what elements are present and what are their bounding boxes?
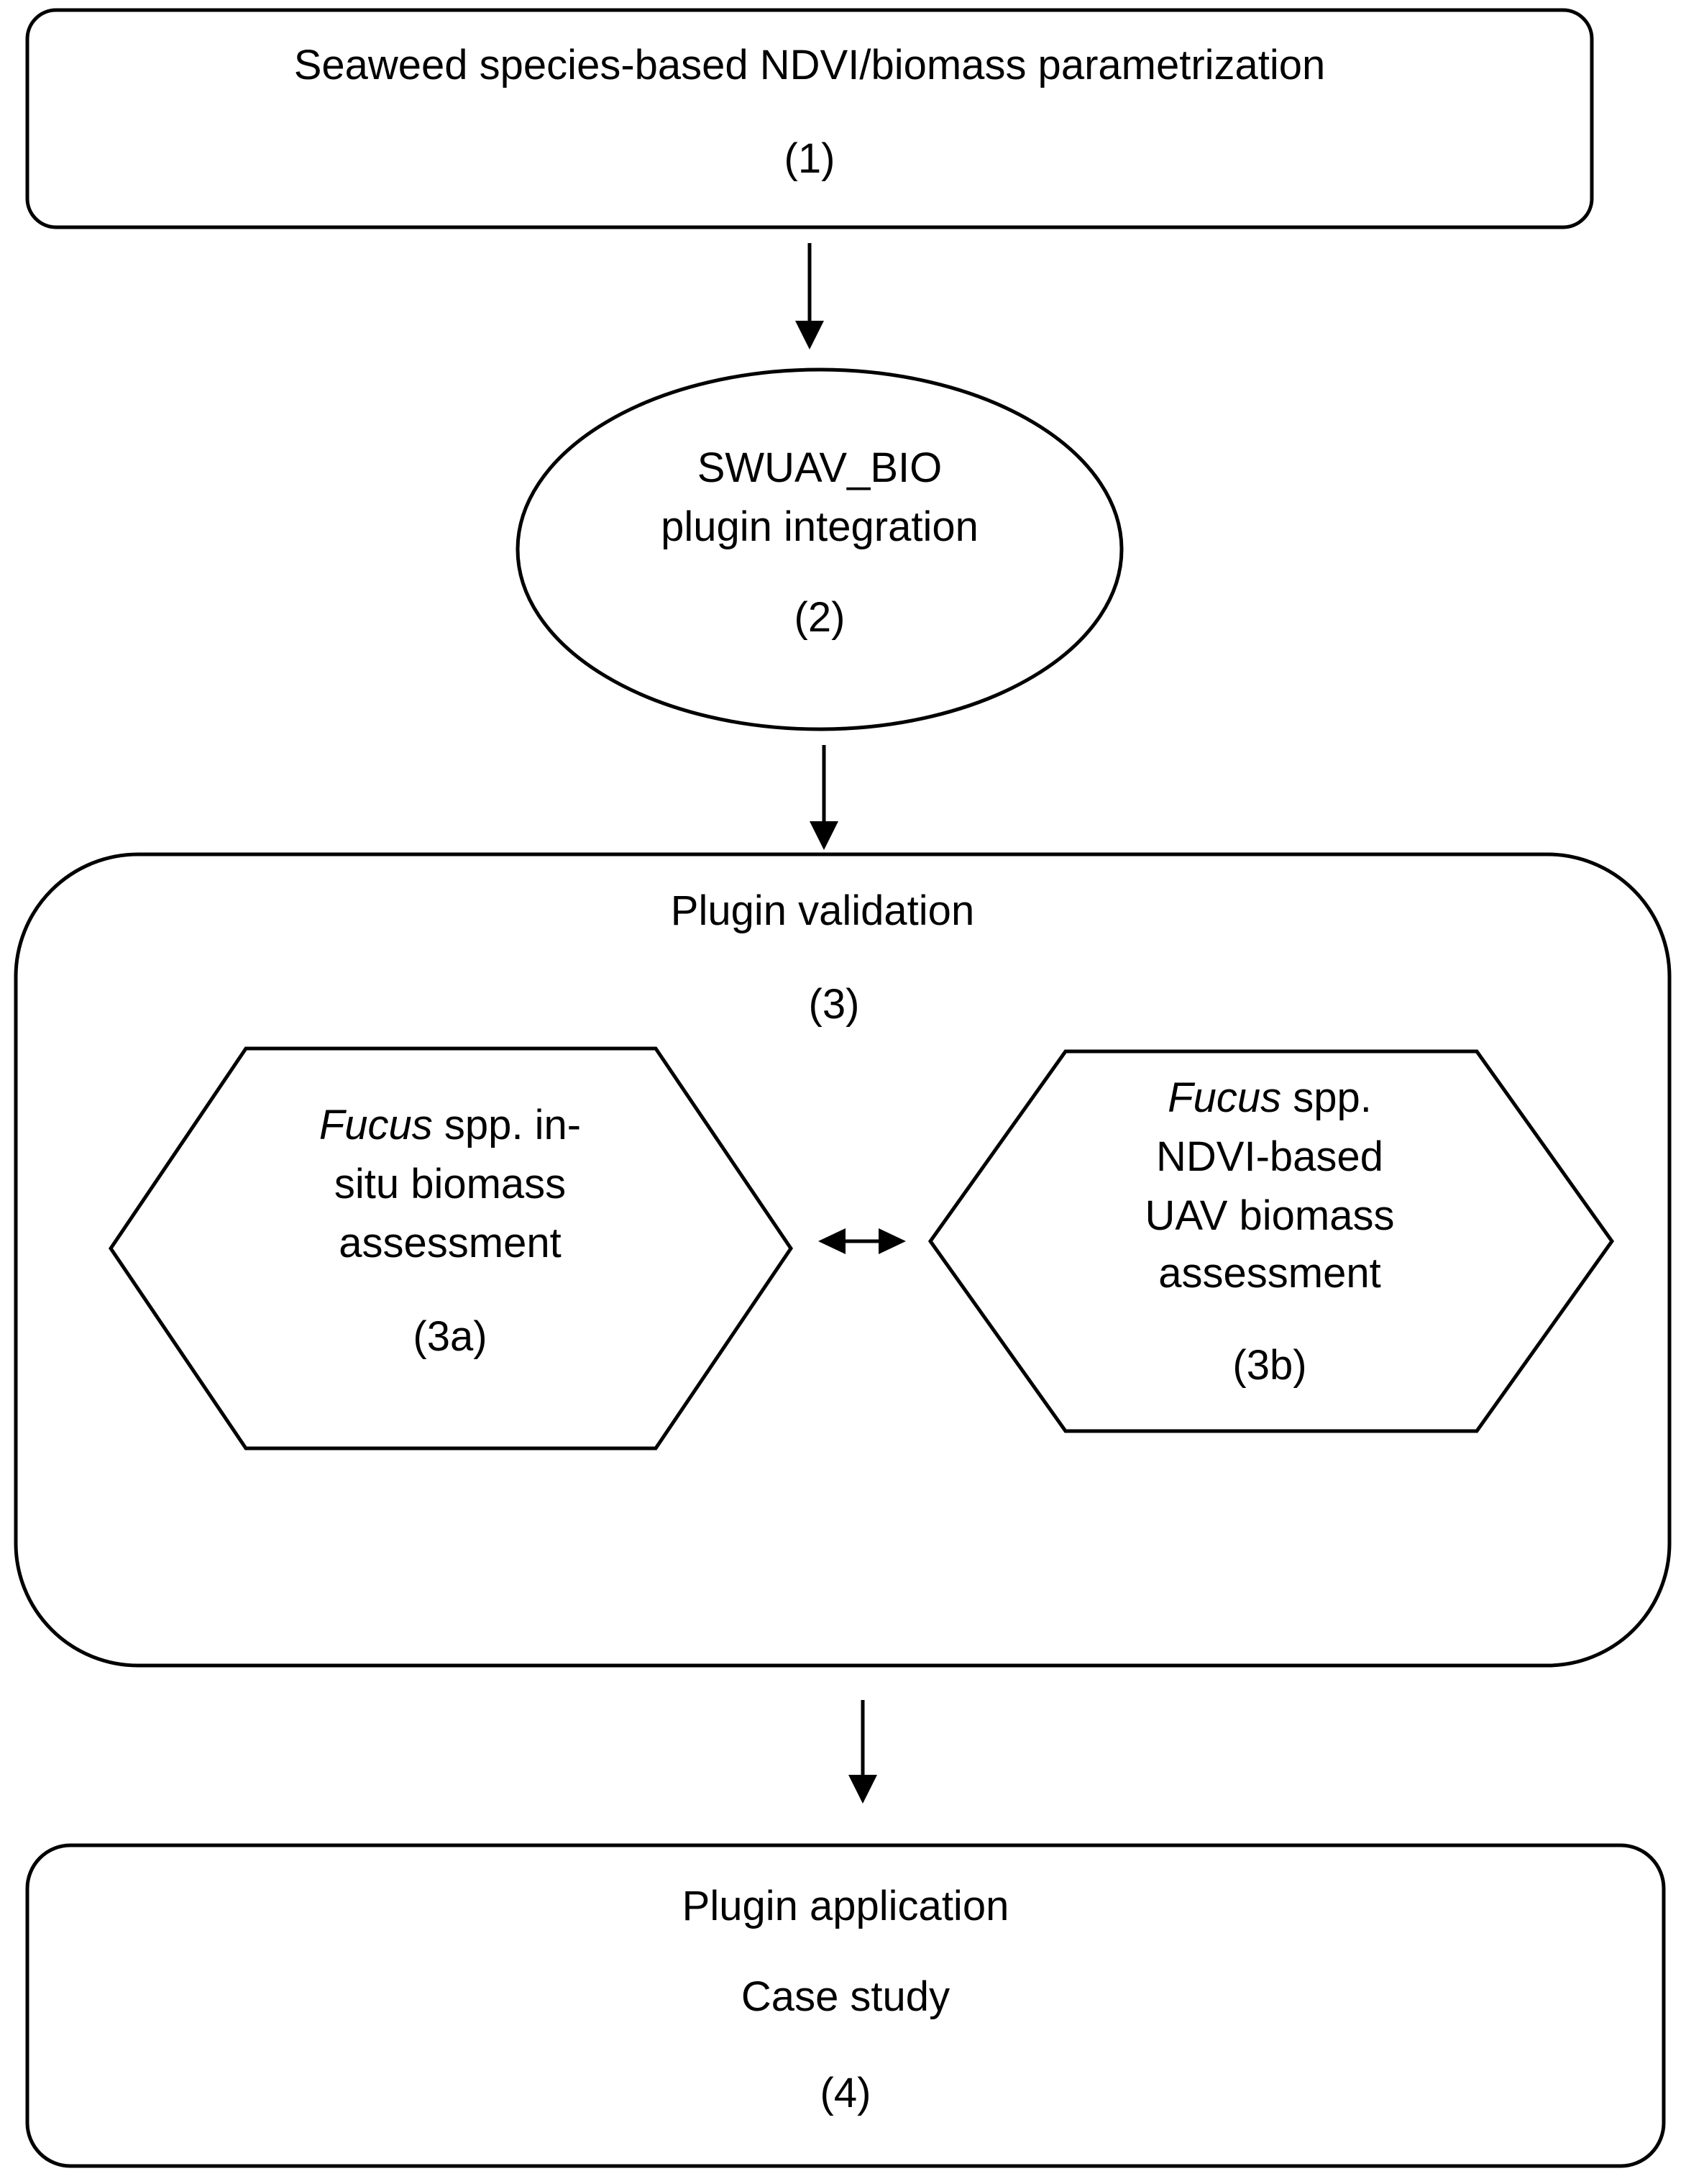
step-4-number: (4) xyxy=(820,2070,871,2116)
step-1-number: (1) xyxy=(784,135,835,182)
step-3b-genus: Fucus xyxy=(1168,1074,1281,1121)
step-3b-line4: assessment xyxy=(1158,1250,1380,1297)
step-4-node: Plugin application Case study (4) xyxy=(25,1843,1666,2168)
step-1-title: Seaweed species-based NDVI/biomass param… xyxy=(294,42,1326,88)
step-3-node: Plugin validation (3) Fucus spp. in- sit… xyxy=(14,852,1672,1668)
step-3b-line3: UAV biomass xyxy=(1145,1192,1394,1239)
step-3a-line3: assessment xyxy=(339,1220,561,1266)
step-1-node: Seaweed species-based NDVI/biomass param… xyxy=(25,8,1594,229)
step-3b-number: (3b) xyxy=(1232,1342,1306,1389)
step-3b-hexagon xyxy=(927,1049,1615,1433)
step-3b-node: Fucus spp. NDVI-based UAV biomass assess… xyxy=(927,1049,1615,1433)
step-2-node: SWUAV_BIO plugin integration (2) xyxy=(516,367,1124,731)
step-3a-line1-rest: spp. in- xyxy=(433,1102,581,1148)
arrow-3a-3b-bidirectional xyxy=(818,1228,906,1254)
step-3-title: Plugin validation xyxy=(671,887,974,934)
step-3a-node: Fucus spp. in- situ biomass assessment (… xyxy=(108,1046,794,1450)
arrow-step2-to-step3 xyxy=(810,745,838,850)
step-4-line1: Plugin application xyxy=(682,1883,1009,1929)
step-4-box xyxy=(25,1843,1666,2168)
step-4-line2: Case study xyxy=(741,1973,950,2020)
arrow-step1-to-step2 xyxy=(795,243,824,349)
step-2-ellipse xyxy=(516,367,1124,731)
step-3-box xyxy=(14,852,1672,1668)
step-2-number: (2) xyxy=(794,594,846,641)
step-3b-line1: Fucus spp. xyxy=(1168,1074,1372,1121)
step-2-line2: plugin integration xyxy=(661,503,979,550)
step-3a-line2: situ biomass xyxy=(334,1161,566,1207)
step-2-line1: SWUAV_BIO xyxy=(697,444,943,491)
step-3b-line1-rest: spp. xyxy=(1281,1074,1372,1121)
step-3a-hexagon xyxy=(108,1046,794,1450)
arrow-step3-to-step4 xyxy=(848,1700,877,1804)
step-3-number: (3) xyxy=(809,981,860,1028)
step-3a-line1: Fucus spp. in- xyxy=(319,1102,581,1148)
step-3b-line2: NDVI-based xyxy=(1156,1133,1383,1180)
step-3a-genus: Fucus xyxy=(319,1102,433,1148)
step-3a-number: (3a) xyxy=(413,1313,487,1360)
step-1-box xyxy=(25,8,1594,229)
